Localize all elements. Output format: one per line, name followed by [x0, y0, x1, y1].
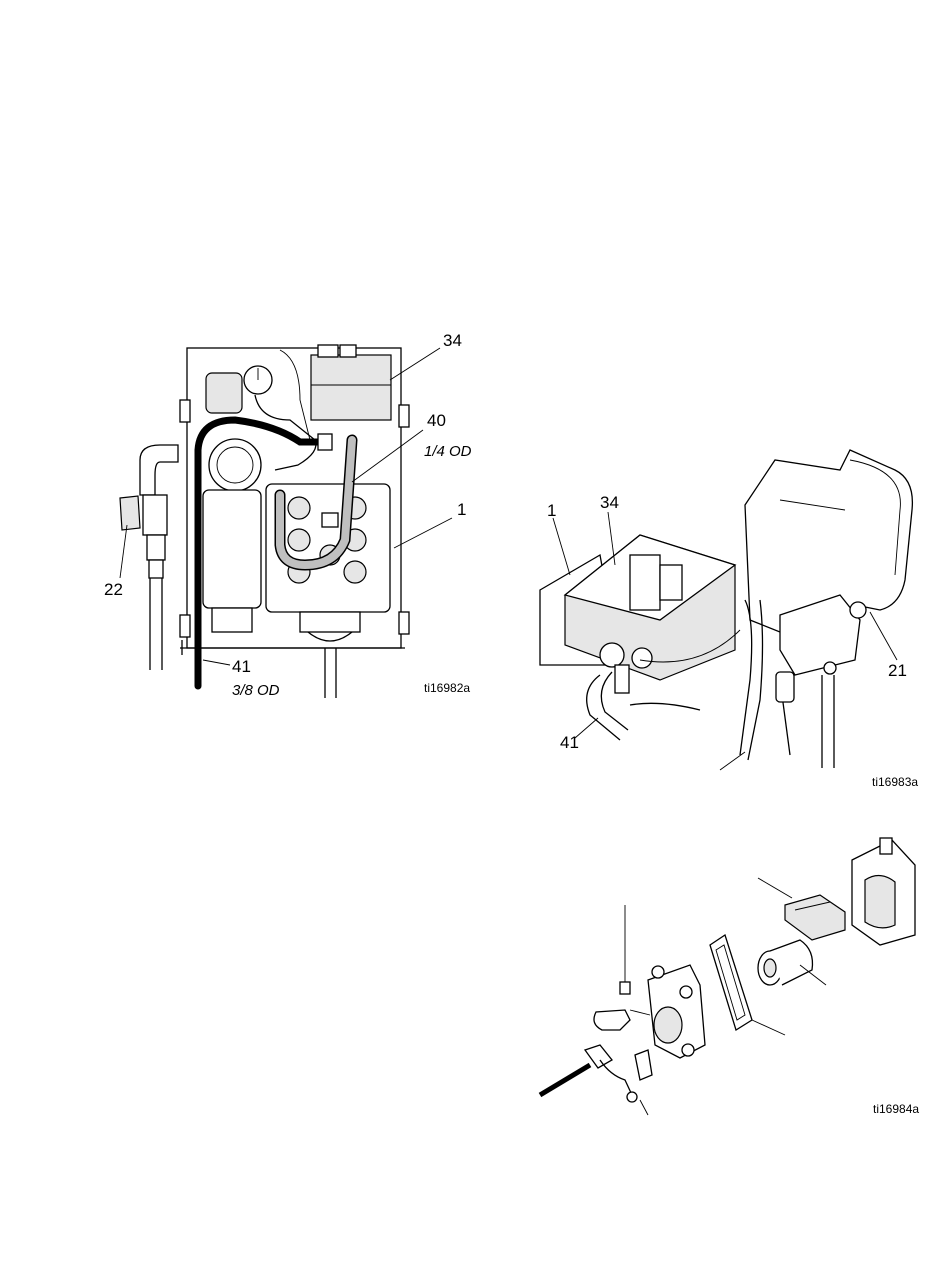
figure-id-ti16982a: ti16982a [424, 681, 470, 695]
figure-ti16984a: ti16984a [540, 838, 919, 1116]
elbow-fitting [140, 445, 178, 495]
figure-ti16982a: 34 40 1/4 OD 1 22 41 3/8 OD ti16982a [104, 331, 472, 699]
right-bracket-top [399, 405, 409, 427]
note-40-od: 1/4 OD [424, 443, 472, 460]
filter-cap [206, 373, 242, 413]
callout-22: 22 [104, 580, 123, 599]
callout-1b: 1 [547, 501, 556, 520]
callout-21: 21 [888, 661, 907, 680]
circuit-board [785, 895, 845, 940]
screw [620, 982, 630, 994]
callout-1: 1 [457, 500, 466, 519]
right-bracket-bottom [399, 612, 409, 634]
callout-34b: 34 [600, 493, 619, 512]
solenoid-block [311, 355, 391, 420]
filter-bowl [203, 490, 261, 608]
valve-handle [120, 496, 140, 530]
figure-id-ti16984a: ti16984a [873, 1102, 919, 1116]
figure-ti16983a: 1 34 21 41 ti16983a [540, 450, 918, 789]
callout-41: 41 [232, 657, 251, 676]
elbow [594, 1010, 630, 1030]
inlet-valve [143, 495, 167, 535]
callout-34: 34 [443, 331, 462, 350]
left-bracket-bottom [180, 615, 190, 637]
callout-40: 40 [427, 411, 446, 430]
callout-41b: 41 [560, 733, 579, 752]
gasket [710, 935, 752, 1030]
note-41-od: 3/8 OD [232, 682, 280, 699]
left-bracket-top [180, 400, 190, 422]
figure-id-ti16983a: ti16983a [872, 775, 918, 789]
